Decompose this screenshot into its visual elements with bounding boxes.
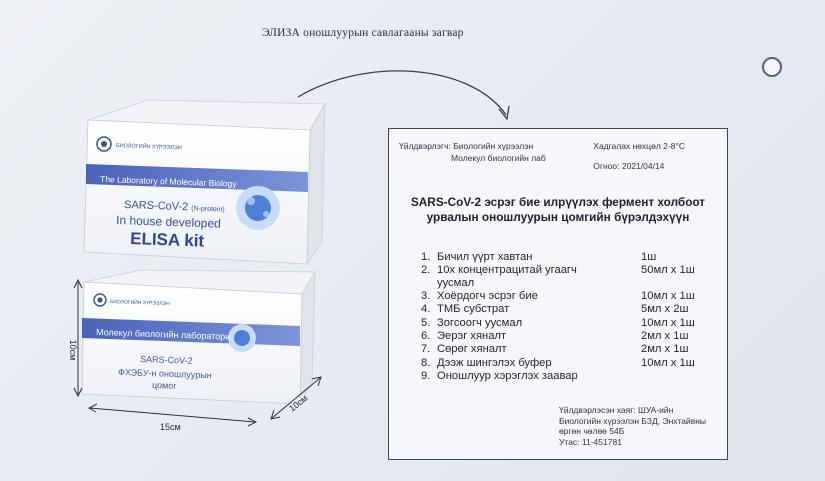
item-number: 3. [421, 290, 431, 303]
producer-line2: Молекул биологийн лаб [451, 153, 546, 163]
kit-label-card: Үйлдвэрлэгч: Биологийн хүрээлэн Молекул … [388, 128, 728, 460]
list-item: 8. Дээж шингэлэх буфер 10мл x 1ш [409, 357, 709, 370]
item-name: Дээж шингэлэх буфер [437, 356, 552, 369]
footer-line2: Биологийн хүрээлэн БЗД, Энхтайвны [559, 415, 707, 426]
item-number: 6. [421, 330, 431, 342]
label-heading: SARS-CoV-2 эсрэг бие илрүүлэх фермент хо… [410, 195, 706, 224]
producer-info: Үйлдвэрлэгч: Биологийн хүрээлэн Молекул … [399, 140, 546, 164]
footer-line4: Утас: 11-451781 [559, 436, 622, 447]
storage-condition: Хадгалах нөхцөл 2-8°С [593, 141, 685, 151]
item-number: 2. [421, 264, 431, 277]
box-top-virus-note: (N-protein) [191, 205, 225, 213]
curved-arrow-icon [297, 70, 510, 121]
item-name: Бичил үүрт хавтан [437, 251, 533, 263]
item-number: 5. [421, 316, 431, 329]
item-name: Зогсоогч уусмал [437, 316, 523, 329]
item-name: 10x концентрацитай угаагч уусмал [437, 264, 577, 289]
footer-line3: өргөн чөлөө 54Б [559, 426, 625, 436]
box-bottom-banner: Молекул биологийн лаборатори [96, 327, 230, 342]
box-bottom-logo-text: БИОЛОГИЙН ХҮРЭЭЛЭН [110, 297, 170, 307]
box-bottom-line3: цомог [152, 380, 178, 391]
slide-title: ЭЛИЗА оношлуурын савлагааны загвар [262, 27, 464, 39]
list-item: 9. Оношлуур хэрэглэх заавар [409, 370, 709, 383]
dimension-width: 15см [160, 422, 181, 432]
producer-line1: Үйлдвэрлэгч: Биологийн хүрээлэн [399, 141, 534, 151]
kit-boxes-illustration: БИОЛОГИЙН ХҮРЭЭЛЭН The Laboratory of Mol… [68, 99, 326, 432]
list-item: 2. 10x концентрацитай угаагч уусмал 50мл x… [409, 264, 709, 289]
list-item: 1. Бичил үүрт хавтан 1ш [409, 251, 709, 264]
box-top-banner: The Laboratory of Molecular Biology [100, 174, 238, 189]
item-quantity: 2мл x 1ш [641, 330, 689, 342]
label-date: Огноо: 2021/04/14 [593, 161, 665, 171]
item-quantity: 10мл x 1ш [641, 356, 695, 369]
box-top-virus-name-text: SARS-CoV-2 [124, 199, 189, 213]
list-item: 7. Сөрөг хяналт 2мл x 1ш [409, 343, 709, 356]
box-top-virus-name: SARS-CoV-2(N-protein) [124, 199, 225, 215]
item-quantity: 2мл x 1ш [641, 343, 689, 356]
item-number: 9. [421, 369, 431, 382]
item-quantity: 10мл x 1ш [641, 316, 695, 329]
storage-date-info: Хадгалах нөхцөл 2-8°С Огноо: 2021/04/14 [593, 140, 685, 172]
component-list: 1. Бичил үүрт хавтан 1ш 2. 10x концентрацит… [409, 251, 709, 383]
list-item: 3. Хоёрдогч эсрэг бие 10мл x 1ш [409, 290, 709, 303]
item-number: 4. [421, 303, 431, 316]
box-bottom-line1: SARS-CoV-2 [140, 354, 193, 366]
box-top-product: ELISA kit [130, 229, 205, 251]
box-top-logo-text: БИОЛОГИЙН ХҮРЭЭЛЭН [116, 141, 182, 151]
item-name: Хоёрдогч эсрэг бие [437, 290, 538, 303]
navigation-circle-button[interactable] [762, 57, 782, 77]
item-name: Сөрөг хяналт [437, 343, 507, 356]
item-quantity: 10мл x 1ш [641, 290, 695, 303]
item-name: Эерэг хяналт [437, 330, 507, 342]
box-top-line2: In house developed [116, 213, 221, 231]
item-quantity: 5мл x 2ш [641, 303, 689, 316]
item-name: ТМБ субстрат [437, 303, 510, 316]
item-number: 8. [421, 356, 431, 369]
item-number: 1. [421, 251, 431, 263]
dimension-height: 10см [68, 340, 78, 361]
list-item: 5. Зогсоогч уусмал 10мл x 1ш [409, 317, 709, 330]
item-name: Оношлуур хэрэглэх заавар [437, 369, 578, 382]
item-number: 7. [421, 343, 431, 356]
manufacturer-address: Үйлдвэрлэсэн хаяг: ШУА-ийн Биологийн хүр… [559, 405, 706, 447]
box-bottom-line2: ФХЭБУ-н оношлуурын [118, 367, 212, 380]
footer-line1: Үйлдвэрлэсэн хаяг: ШУА-ийн [559, 405, 674, 415]
item-quantity: 1ш [641, 251, 657, 263]
item-quantity: 50мл x 1ш [641, 264, 695, 277]
list-item: 6. Эерэг хяналт 2мл x 1ш [409, 330, 709, 343]
list-item: 4. ТМБ субстрат 5мл x 2ш [409, 303, 709, 316]
